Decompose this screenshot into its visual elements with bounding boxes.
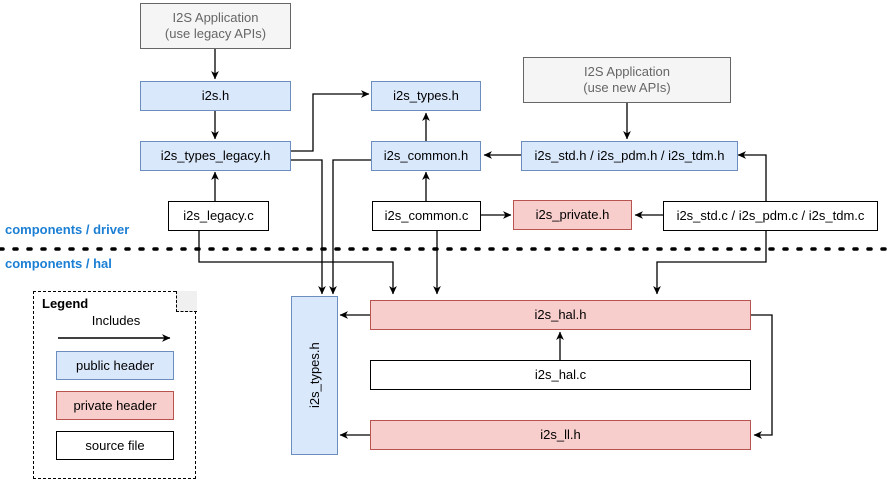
- node-i2s-h: i2s.h: [140, 81, 291, 111]
- node-i2s-private-h: i2s_private.h: [513, 200, 632, 230]
- node-i2s-ll-h: i2s_ll.h: [370, 420, 751, 450]
- node-i2s-application-new: I2S Application (use new APIs): [523, 57, 731, 103]
- wire-stdc-hal: [653, 230, 767, 295]
- node-i2s-types-h-hal-label: i2s_types.h: [306, 342, 322, 409]
- node-i2s-hal-h: i2s_hal.h: [370, 300, 751, 330]
- node-i2s-hal-c: i2s_hal.c: [370, 360, 751, 390]
- legend-fold-corner: [176, 291, 197, 312]
- node-i2s-types-h: i2s_types.h: [371, 81, 481, 111]
- node-i2s-legacy-c: i2s_legacy.c: [168, 201, 269, 231]
- legend-title: Legend: [42, 296, 89, 311]
- node-i2s-common-c: i2s_common.c: [372, 201, 481, 231]
- wire-typeslegacy-haltypes: [291, 159, 326, 295]
- zone-label-hal: components / hal: [5, 256, 112, 271]
- node-i2s-types-h-hal: i2s_types.h: [291, 296, 338, 455]
- wire-commonh-haltypes: [329, 159, 371, 295]
- wire-stdc-stdh: [737, 151, 767, 201]
- zone-label-driver: components / driver: [5, 222, 130, 237]
- node-i2s-application-legacy: I2S Application (use legacy APIs): [140, 3, 291, 49]
- legend-swatch-public-header: public header: [56, 351, 174, 380]
- node-i2s-std-pdm-tdm-h: i2s_std.h / i2s_pdm.h / i2s_tdm.h: [521, 141, 738, 171]
- node-i2s-types-legacy-h: i2s_types_legacy.h: [140, 141, 291, 171]
- node-i2s-std-pdm-tdm-c: i2s_std.c / i2s_pdm.c / i2s_tdm.c: [663, 201, 878, 231]
- legend-includes-arrow: [58, 334, 171, 342]
- wire-typeslegacy-types: [291, 90, 370, 152]
- legend-swatch-source-file: source file: [56, 431, 174, 460]
- node-i2s-common-h: i2s_common.h: [371, 141, 481, 171]
- wire-halh-llh: [751, 314, 773, 439]
- legend-includes-label: Includes: [91, 313, 141, 328]
- legend-swatch-private-header: private header: [56, 391, 174, 420]
- wire-legacyc-hal: [198, 230, 397, 295]
